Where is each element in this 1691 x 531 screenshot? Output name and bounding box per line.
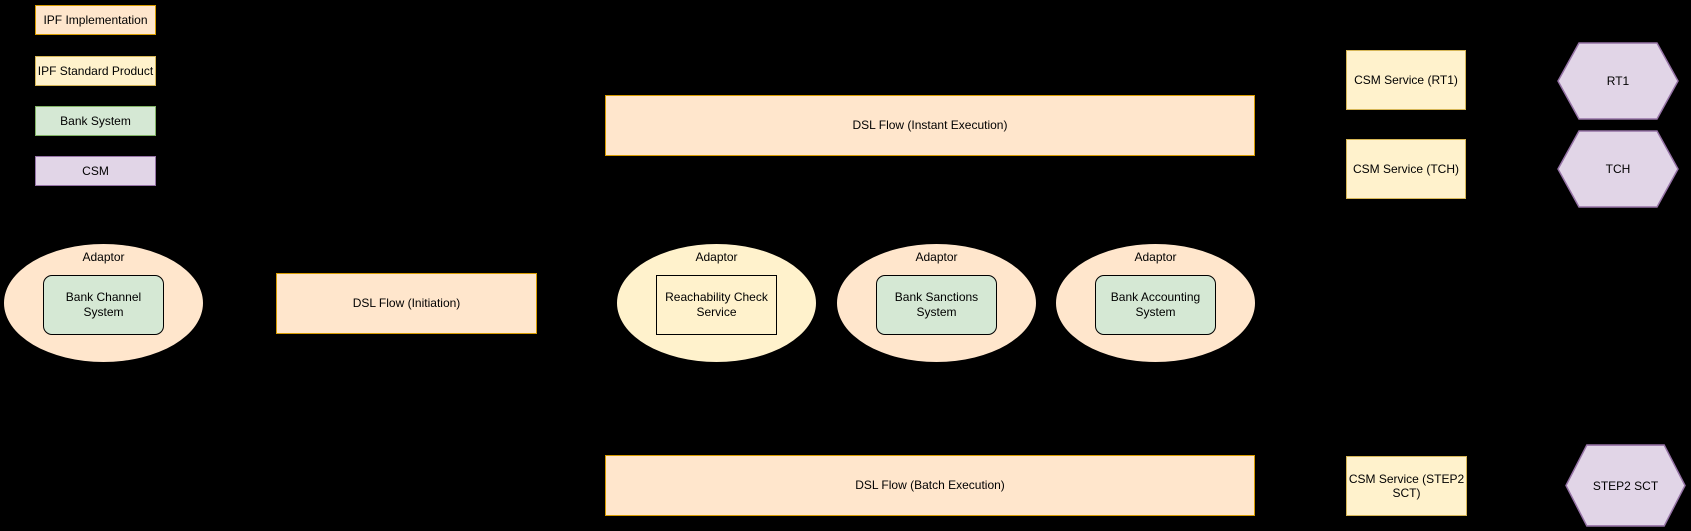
hexagon-icon xyxy=(1557,130,1679,208)
csm-service-step2-sct-box: CSM Service (STEP2 SCT) xyxy=(1346,456,1467,516)
legend-label: IPF Standard Product xyxy=(37,63,154,78)
system-label: Bank Accounting System xyxy=(1110,290,1201,319)
legend-item-ipf-standard-product: IPF Standard Product xyxy=(35,56,156,86)
network-hexagon-tch: TCH xyxy=(1557,130,1679,208)
network-hexagon-step2-sct: STEP2 SCT xyxy=(1565,444,1686,527)
dsl-flow-batch-execution-box: DSL Flow (Batch Execution) xyxy=(605,455,1255,516)
legend-item-bank-system: Bank System xyxy=(35,106,156,136)
network-label: RT1 xyxy=(1606,74,1630,88)
csm-service-label: CSM Service (STEP2 SCT) xyxy=(1348,471,1465,500)
network-label: TCH xyxy=(1605,162,1631,176)
adaptor-reachability-check: Adaptor Reachability Check Service xyxy=(616,243,817,363)
legend-label: Bank System xyxy=(60,113,131,128)
adaptor-bank-sanctions: Adaptor Bank Sanctions System xyxy=(836,243,1037,363)
csm-service-tch-box: CSM Service (TCH) xyxy=(1346,139,1466,199)
hexagon-icon xyxy=(1565,444,1686,527)
system-box-bank-channel: Bank Channel System xyxy=(43,275,164,335)
dsl-flow-label: DSL Flow (Instant Execution) xyxy=(852,118,1008,133)
dsl-flow-instant-execution-box: DSL Flow (Instant Execution) xyxy=(605,95,1255,156)
csm-service-label: CSM Service (RT1) xyxy=(1354,72,1458,87)
csm-service-label: CSM Service (TCH) xyxy=(1352,161,1459,176)
adaptor-label: Adaptor xyxy=(695,250,738,264)
system-label: Bank Sanctions System xyxy=(894,290,979,319)
legend-label: IPF Implementation xyxy=(43,12,148,27)
adaptor-bank-accounting: Adaptor Bank Accounting System xyxy=(1055,243,1256,363)
system-label: Bank Channel System xyxy=(65,290,142,319)
dsl-flow-label: DSL Flow (Initiation) xyxy=(352,296,461,311)
adaptor-label: Adaptor xyxy=(82,250,125,264)
adaptor-bank-channel: Adaptor Bank Channel System xyxy=(3,243,204,363)
legend-item-csm: CSM xyxy=(35,156,156,186)
dsl-flow-label: DSL Flow (Batch Execution) xyxy=(855,478,1005,493)
adaptor-label: Adaptor xyxy=(1134,250,1177,264)
dsl-flow-initiation-box: DSL Flow (Initiation) xyxy=(276,273,537,334)
csm-service-rt1-box: CSM Service (RT1) xyxy=(1346,50,1466,110)
network-hexagon-rt1: RT1 xyxy=(1557,42,1679,120)
system-label: Reachability Check Service xyxy=(665,290,768,319)
legend-label: CSM xyxy=(82,163,109,178)
system-box-bank-sanctions: Bank Sanctions System xyxy=(876,275,997,335)
system-box-bank-accounting: Bank Accounting System xyxy=(1095,275,1216,335)
adaptor-label: Adaptor xyxy=(915,250,958,264)
hexagon-icon xyxy=(1557,42,1679,120)
legend-item-ipf-implementation: IPF Implementation xyxy=(35,5,156,35)
system-box-reachability-check: Reachability Check Service xyxy=(656,275,777,335)
network-label: STEP2 SCT xyxy=(1592,478,1659,493)
